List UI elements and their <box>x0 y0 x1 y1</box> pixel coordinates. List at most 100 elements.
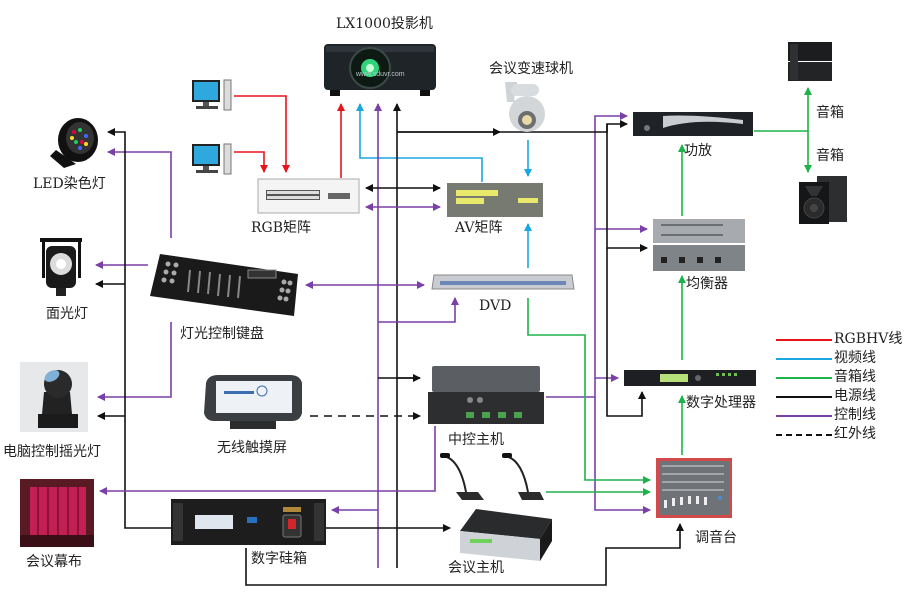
wire-power-dsp <box>606 248 646 417</box>
face-light-label: 面光灯 <box>46 306 88 322</box>
legend-swatch-power <box>776 396 832 398</box>
spotlight-icon <box>40 238 82 296</box>
equalizer-icon <box>653 219 745 271</box>
wire-audio-dvd-mixer <box>527 298 651 484</box>
mixer-device[interactable] <box>656 458 732 518</box>
stage-curtain-icon <box>20 479 94 547</box>
legend-swatch-video <box>776 358 832 360</box>
conference-host-icon <box>460 509 552 561</box>
led-light-label: LED染色灯 <box>33 176 106 192</box>
legend-swatch-rgbhv <box>776 339 832 341</box>
central-control-device[interactable] <box>426 364 546 426</box>
wire-console-led <box>107 148 172 238</box>
wire-pc2-rgb <box>234 151 268 173</box>
av-matrix-device[interactable] <box>446 182 544 218</box>
touch-panel-label: 无线触摸屏 <box>217 440 287 456</box>
dsp-device[interactable] <box>624 368 756 388</box>
dome-camera-icon <box>505 82 545 132</box>
moving-head-device[interactable] <box>20 362 88 432</box>
av-matrix-icon <box>447 183 543 217</box>
rgb-matrix-icon <box>257 178 360 214</box>
curtain-device[interactable] <box>20 479 94 547</box>
legend-label-infrared: 红外线 <box>834 426 876 442</box>
led-light-device[interactable] <box>42 112 100 172</box>
speed-dome-device[interactable] <box>503 80 549 140</box>
legend-swatch-audio <box>776 377 832 379</box>
legend-label-rgbhv: RGBHV线 <box>834 331 903 347</box>
power-amplifier-icon <box>633 112 753 136</box>
rgb-matrix-device[interactable] <box>257 178 360 214</box>
legend-label-control: 控制线 <box>834 407 876 423</box>
dvd-label: DVD <box>479 298 512 314</box>
moving-head-label: 电脑控制摇光灯 <box>3 444 101 460</box>
conference-host-device[interactable] <box>456 507 554 565</box>
pc2-device[interactable] <box>190 142 234 178</box>
dvd-device[interactable] <box>430 271 576 293</box>
curtain-label: 会议幕布 <box>26 554 82 570</box>
rgb-matrix-label: RGB矩阵 <box>251 220 312 236</box>
legend-label-power: 电源线 <box>834 388 876 404</box>
legend-item-video: 视频线 <box>776 349 906 368</box>
wire-pc1-rgb <box>234 95 290 173</box>
control-host-icon <box>428 366 544 424</box>
touch-panel-icon <box>204 375 302 429</box>
dsp-label: 数字处理器 <box>686 395 756 411</box>
wire-av-projector <box>356 103 483 182</box>
mixing-console-icon <box>656 458 732 518</box>
conference-host-label: 会议主机 <box>448 560 504 576</box>
wire-control-amp <box>546 112 628 398</box>
speaker-icon <box>799 176 847 224</box>
projector-watermark: www.sduvr.com <box>355 71 405 78</box>
moving-head-light-icon <box>20 362 88 432</box>
computer-icon <box>192 143 232 175</box>
legend-item-infrared: 红外线 <box>776 425 906 444</box>
light-console-label: 灯光控制键盘 <box>180 326 264 342</box>
touch-panel-device[interactable] <box>200 373 306 433</box>
wire-audio-amp-speaker-top <box>754 87 812 132</box>
wire-control-mixer <box>594 397 651 514</box>
wire-power-mixer <box>245 523 684 586</box>
led-par-light-icon <box>50 118 98 168</box>
legend-item-power: 电源线 <box>776 387 906 406</box>
wire-control-curtain <box>99 426 436 495</box>
projector-device[interactable]: www.sduvr.com <box>322 40 438 98</box>
dvd-player-icon <box>431 274 575 290</box>
pc1-device[interactable] <box>190 78 234 114</box>
gooseneck-microphone-icon <box>440 453 544 500</box>
projector-label: LX1000投影机 <box>336 16 433 32</box>
wire-console-moving <box>97 322 172 401</box>
speaker-top-label: 音箱 <box>816 105 844 121</box>
dmx-console-icon <box>150 254 298 316</box>
legend-swatch-infrared <box>776 434 832 436</box>
legend-item-audio: 音箱线 <box>776 368 906 387</box>
amplifier-label: 功放 <box>684 143 712 159</box>
legend-item-rgbhv: RGBHV线 <box>776 330 906 349</box>
legend-item-control: 控制线 <box>776 406 906 425</box>
microphones-device[interactable] <box>440 452 544 508</box>
central-control-label: 中控主机 <box>448 432 504 448</box>
mixer-label: 调音台 <box>695 530 737 546</box>
wire-power-led <box>107 128 171 529</box>
line-array-speaker-icon <box>788 42 832 81</box>
light-console-device[interactable] <box>148 250 300 322</box>
legend-swatch-control <box>776 415 832 417</box>
wire-control-dvd <box>378 297 459 323</box>
speaker-top-device[interactable] <box>786 40 834 84</box>
equalizer-label: 均衡器 <box>686 276 728 292</box>
speed-dome-label: 会议变速球机 <box>489 61 573 77</box>
speaker-bottom-device[interactable] <box>797 174 849 226</box>
av-matrix-label: AV矩阵 <box>455 220 503 236</box>
line-type-legend: RGBHV线 视频线 音箱线 电源线 控制线 红外线 <box>776 330 906 444</box>
audio-processor-icon <box>624 370 756 386</box>
legend-label-audio: 音箱线 <box>834 369 876 385</box>
projector-icon: www.sduvr.com <box>324 44 436 96</box>
dimmer-device[interactable] <box>171 497 326 547</box>
legend-label-video: 视频线 <box>834 350 876 366</box>
computer-icon <box>192 79 232 111</box>
dimmer-rack-icon <box>171 499 326 545</box>
face-light-device[interactable] <box>36 236 86 298</box>
amplifier-device[interactable] <box>633 110 753 138</box>
dimmer-label: 数字硅箱 <box>251 551 307 567</box>
equalizer-device[interactable] <box>653 219 745 271</box>
